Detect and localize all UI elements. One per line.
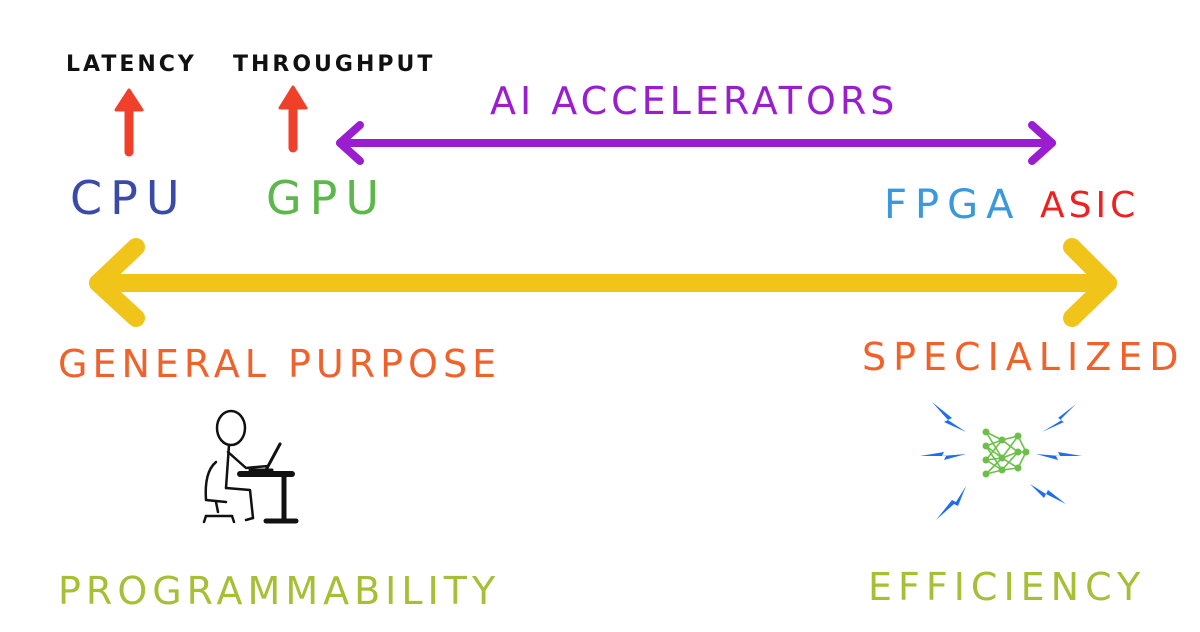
throughput-arrow xyxy=(278,85,308,153)
ai-accelerators-arrow xyxy=(336,121,1056,165)
throughput-label: THROUGHPUT xyxy=(233,52,436,77)
ai-accelerators-label: AI ACCELERATORS xyxy=(490,79,899,123)
asic-label: ASIC xyxy=(1040,185,1140,226)
cpu-label: CPU xyxy=(70,171,188,225)
latency-arrow xyxy=(114,88,144,157)
person-at-desk-icon xyxy=(202,409,299,524)
gpu-label: GPU xyxy=(266,171,388,225)
general-purpose-label: GENERAL PURPOSE xyxy=(58,342,502,386)
specialized-label: SPECIALIZED xyxy=(862,335,1186,379)
efficiency-label: EFFICIENCY xyxy=(868,565,1147,609)
spectrum-arrow xyxy=(89,238,1117,327)
programmability-label: PROGRAMMABILITY xyxy=(58,569,501,613)
latency-label: LATENCY xyxy=(66,52,197,77)
neural-network-icon xyxy=(920,402,1082,520)
fpga-label: FPGA xyxy=(884,182,1022,228)
